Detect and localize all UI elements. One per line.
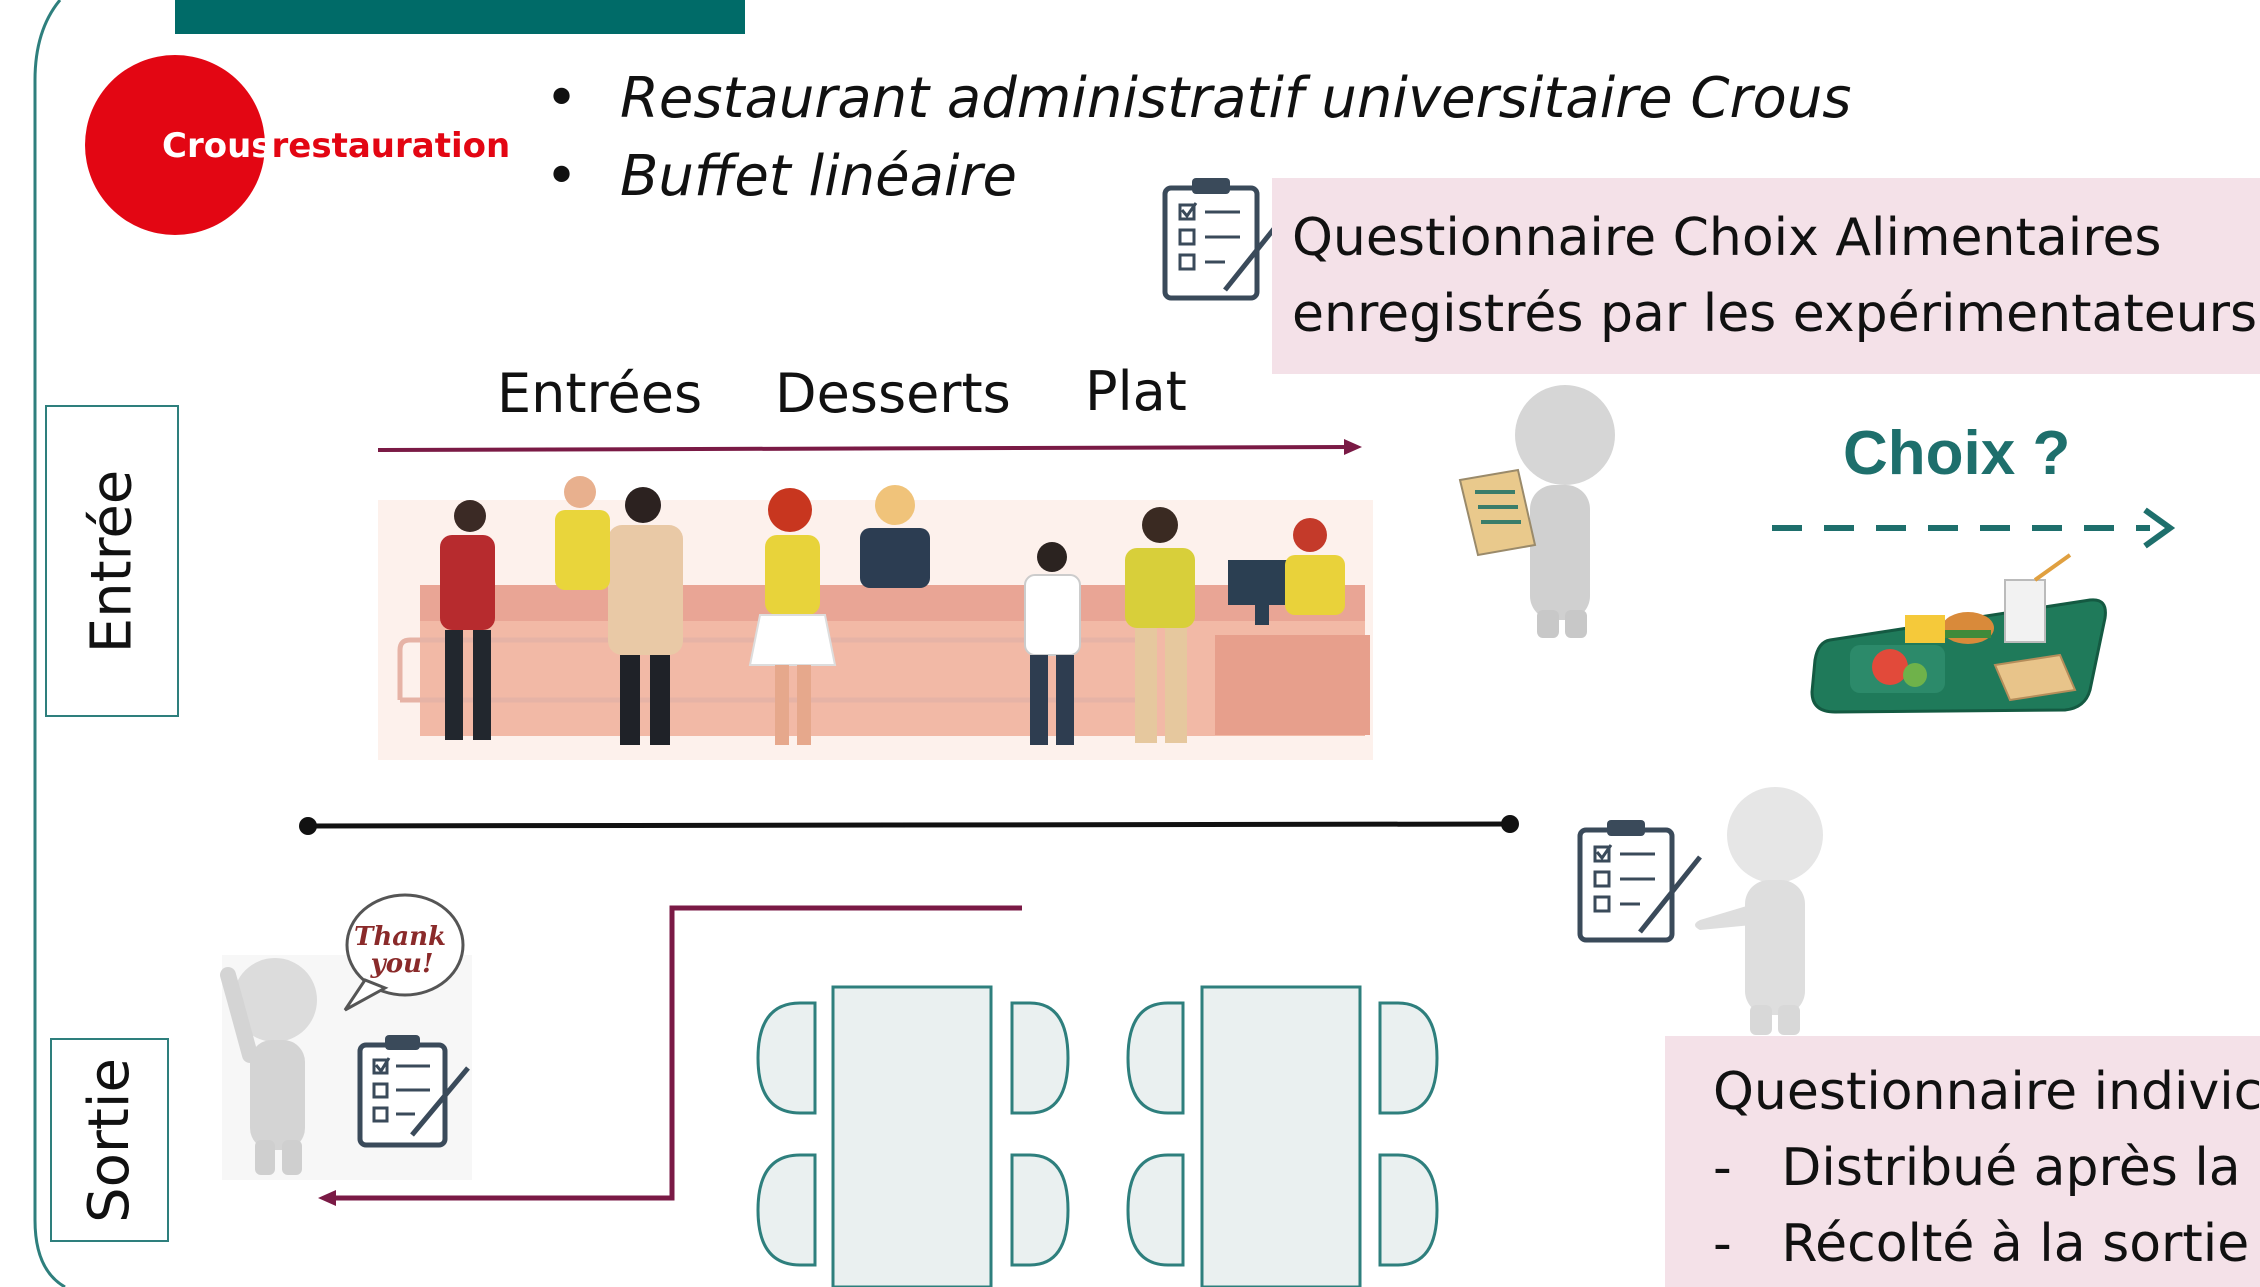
observer-figure	[1458, 385, 1615, 638]
choix-label: Choix ?	[1843, 419, 2071, 488]
thank-you-line2: you!	[370, 949, 434, 979]
entree-label-text: Entrée	[79, 469, 145, 653]
exit-arrow-head	[318, 1190, 336, 1206]
person-red-shirt	[440, 500, 495, 740]
questionnaire-individuel-line3: - Récolté à la sortie c	[1713, 1214, 2260, 1274]
separator-end-left	[299, 817, 317, 835]
bullet-item: Buffet linéaire	[545, 138, 1851, 216]
food-tray	[1810, 553, 2107, 714]
crous-logo-circle	[85, 55, 265, 235]
clipboard-icon-distribution	[1577, 820, 1702, 943]
station-label-plat: Plat	[1085, 360, 1187, 423]
speech-bubble	[345, 893, 465, 997]
context-bullets: Restaurant administratif universitaire C…	[545, 60, 1851, 216]
person-red-hair	[748, 488, 837, 745]
sortie-side-label: Sortie	[50, 1038, 169, 1242]
buffet-arrow-head	[1344, 439, 1362, 455]
questionnaire-choix-box: Questionnaire Choix Alimentaires enregis…	[1272, 178, 2260, 374]
buffet-direction-arrow	[377, 445, 1351, 452]
station-label-entrees: Entrées	[497, 362, 703, 425]
buffet-illustration	[378, 476, 1373, 760]
header-bar	[175, 0, 745, 34]
separator-line	[307, 821, 1511, 829]
questionnaire-choix-line1: Questionnaire Choix Alimentaires	[1292, 208, 2162, 268]
questionnaire-individuel-line1: Questionnaire indivic	[1713, 1062, 2260, 1122]
logo-crous: Crous	[162, 126, 272, 166]
entree-side-label: Entrée	[45, 405, 179, 717]
person-beige-coat	[608, 487, 683, 745]
distributor-figure	[1695, 787, 1823, 1035]
person-server-yellow	[555, 476, 610, 590]
logo-restauration: restauration	[271, 126, 511, 166]
bullet-item: Restaurant administratif universitaire C…	[545, 60, 1851, 138]
person-yellow-shirt	[1125, 507, 1195, 743]
questionnaire-individuel-box: Questionnaire indivic - Distribué après …	[1665, 1036, 2260, 1287]
exit-path	[330, 905, 1022, 1201]
dining-table-left	[756, 985, 1070, 1287]
crous-logo-text: Crousrestauration	[162, 126, 510, 166]
left-frame-border	[33, 0, 66, 1287]
questionnaire-choix-line2: enregistrés par les expérimentateurs.	[1292, 284, 2260, 344]
dining-table-right	[1126, 985, 1439, 1287]
thank-you-line1: Thank	[354, 922, 446, 952]
person-cashier	[1285, 518, 1345, 615]
sortie-label-text: Sortie	[77, 1057, 142, 1223]
choice-arrow-head	[2143, 507, 2176, 549]
person-server-blonde	[860, 485, 930, 588]
questionnaire-individuel-line2: - Distribué après la c	[1713, 1138, 2260, 1198]
separator-end-right	[1501, 815, 1519, 833]
person-white-shirt	[1024, 542, 1081, 745]
station-label-desserts: Desserts	[775, 362, 1011, 425]
clipboard-icon-exit	[357, 1035, 470, 1148]
